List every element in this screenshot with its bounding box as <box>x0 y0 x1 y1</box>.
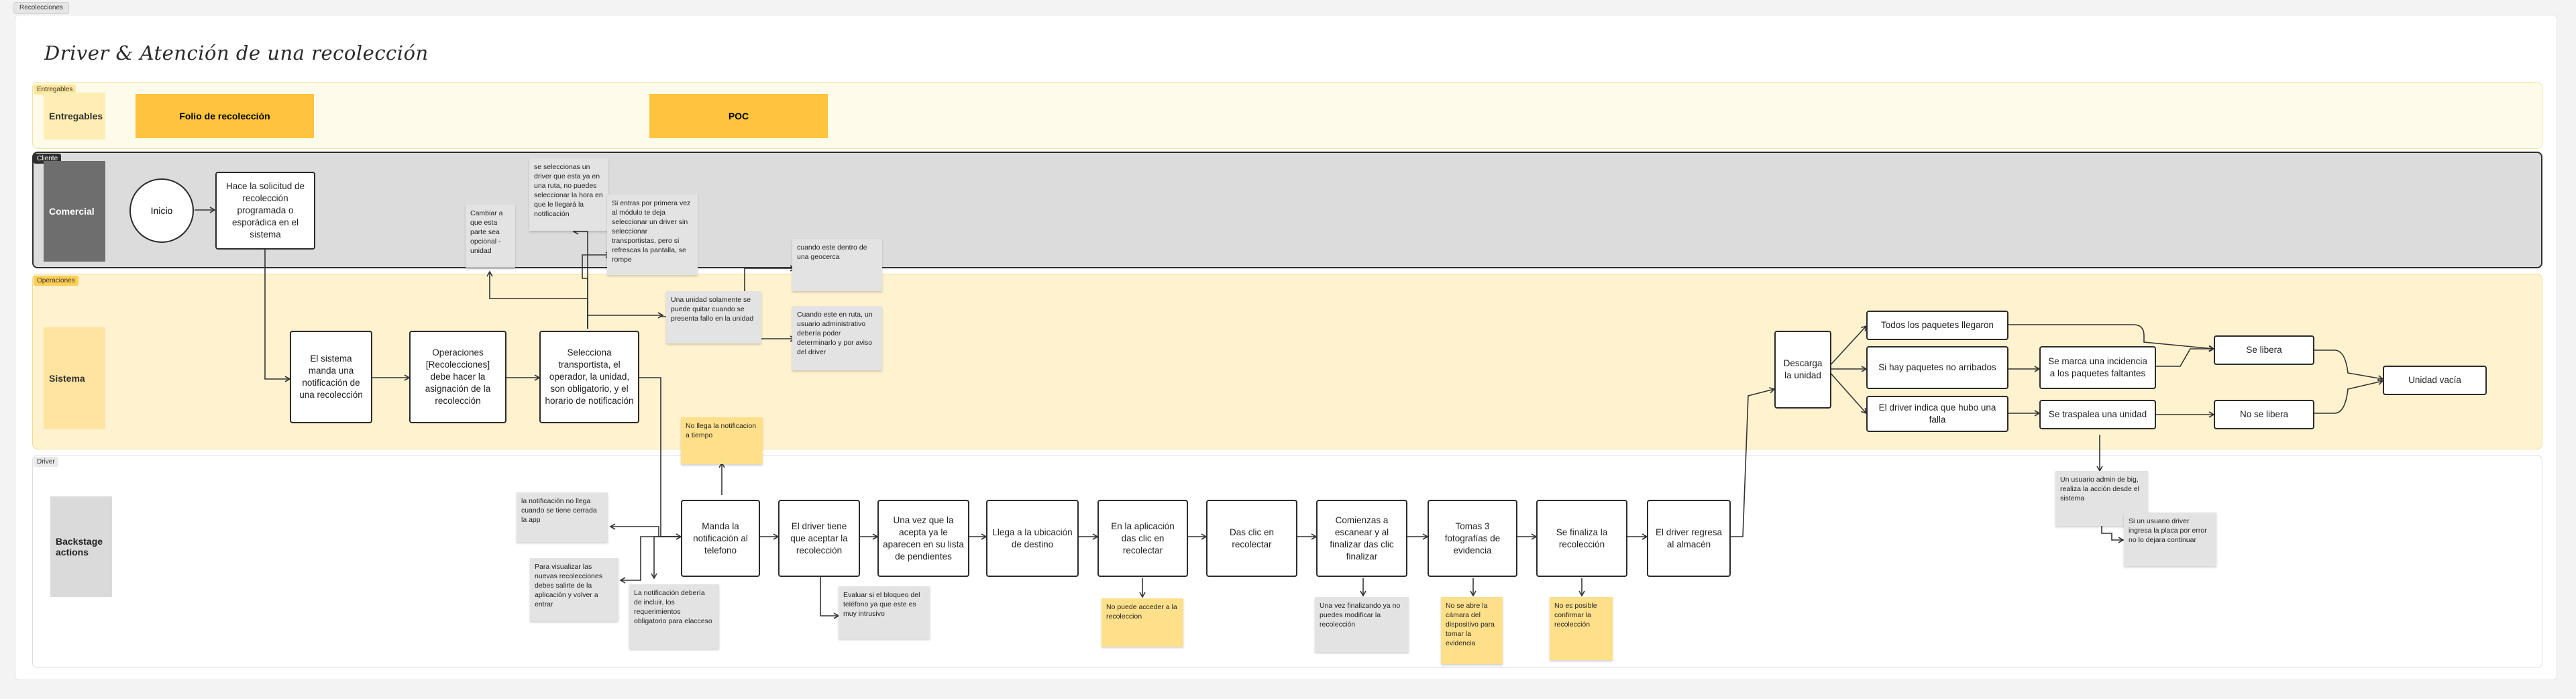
note-primera-vez[interactable]: Si entras por primera vez al módulo te d… <box>607 195 698 275</box>
note-en-ruta[interactable]: Cuando este en ruta, un usuario administ… <box>792 306 882 370</box>
lane-label-operaciones: Operaciones <box>34 276 78 286</box>
node-selecciona-transportista[interactable]: Selecciona transportista, el operador, l… <box>539 331 639 423</box>
node-app-recolectar[interactable]: En la aplicación das clic en recolectar <box>1097 500 1188 577</box>
start-node[interactable]: Inicio <box>129 178 194 243</box>
deliverable-folio: Folio de recolección <box>136 94 314 138</box>
node-sistema-notifica[interactable]: El sistema manda una notificación de una… <box>290 331 372 423</box>
board-title: Driver & Atención de una recolección <box>44 42 429 64</box>
node-manda-notificacion[interactable]: Manda la notificación al telefono <box>681 500 760 577</box>
node-solicitud[interactable]: Hace la solicitud de recolección program… <box>215 172 315 250</box>
note-app-cerrada[interactable]: la notificación no llega cuando se tiene… <box>517 492 608 542</box>
node-no-arribados[interactable]: Si hay paquetes no arribados <box>1866 346 2008 389</box>
block-entregables: Entregables <box>44 93 105 140</box>
node-regresa-almacen[interactable]: El driver regresa al almacén <box>1647 500 1731 577</box>
node-finaliza[interactable]: Se finaliza la recolección <box>1536 500 1627 577</box>
node-das-clic[interactable]: Das clic en recolectar <box>1206 500 1297 577</box>
note-bloqueo[interactable]: Evaluar si el bloqueo del teléfono ya qu… <box>839 586 930 639</box>
note-usuario-driver[interactable]: Si un usuario driver ingresa la placa po… <box>2124 513 2216 566</box>
node-incidencia[interactable]: Se marca una incidencia a los paquetes f… <box>2039 346 2156 389</box>
deliverable-poc: POC <box>649 94 828 138</box>
lane-label-driver: Driver <box>34 457 58 467</box>
note-cambiar-opcional[interactable]: Cambiar a que esta parte sea opcional - … <box>466 205 515 268</box>
node-acepta-pendientes[interactable]: Una vez que la acepta ya le aparecen en … <box>877 500 969 577</box>
lane-cliente <box>32 152 2542 268</box>
block-sistema: Sistema <box>44 327 105 429</box>
node-escanear[interactable]: Comienzas a escanear y al finalizar das … <box>1316 500 1407 577</box>
lane-entregables <box>32 82 2542 149</box>
node-llega-destino[interactable]: Llega a la ubicación de destino <box>986 500 1079 577</box>
board-tab[interactable]: Recolecciones <box>13 2 70 14</box>
node-fotografias[interactable]: Tomas 3 fotografías de evidencia <box>1428 500 1517 577</box>
note-no-modificar[interactable]: Una vez finalizando ya no puedes modific… <box>1315 597 1409 652</box>
block-comercial: Comercial <box>44 161 105 262</box>
node-falla[interactable]: El driver indica que hubo una falla <box>1866 396 2008 432</box>
node-descarga-unidad[interactable]: Descarga la unidad <box>1774 331 1831 409</box>
note-notif-requerimientos[interactable]: La notificación debería de incluir, los … <box>629 584 719 649</box>
note-camara[interactable]: No se abre la cámara del dispositivo par… <box>1441 597 1503 664</box>
node-operaciones-asignacion[interactable]: Operaciones [Recolecciones] debe hacer l… <box>409 331 506 423</box>
node-unidad-vacia[interactable]: Unidad vacía <box>2383 366 2487 395</box>
block-backstage: Backstage actions <box>50 496 112 597</box>
node-todos-llegaron[interactable]: Todos los paquetes llegaron <box>1866 311 2008 340</box>
lane-label-entregables: Entregables <box>34 85 76 95</box>
note-no-llega-tiempo[interactable]: No llega la notificacion a tiempo <box>681 417 763 464</box>
note-no-acceder[interactable]: No puede acceder a la recoleccion <box>1102 598 1183 647</box>
note-no-confirmar[interactable]: No es posible confirmar la recolección <box>1550 597 1613 660</box>
note-unidad-solamente[interactable]: Una unidad solamente se puede quitar cua… <box>666 291 761 343</box>
note-geocerca[interactable]: cuando este dentro de una geocerca <box>792 239 882 291</box>
node-traspalea[interactable]: Se traspalea una unidad <box>2039 400 2156 429</box>
node-se-libera[interactable]: Se libera <box>2214 335 2314 365</box>
note-driver-en-ruta[interactable]: se seleccionas un driver que esta ya en … <box>529 158 608 231</box>
note-visualizar[interactable]: Para visualizar las nuevas recolecciones… <box>530 558 619 621</box>
node-driver-aceptar[interactable]: El driver tiene que aceptar la recolecci… <box>778 500 860 577</box>
node-no-se-libera[interactable]: No se libera <box>2214 400 2314 429</box>
